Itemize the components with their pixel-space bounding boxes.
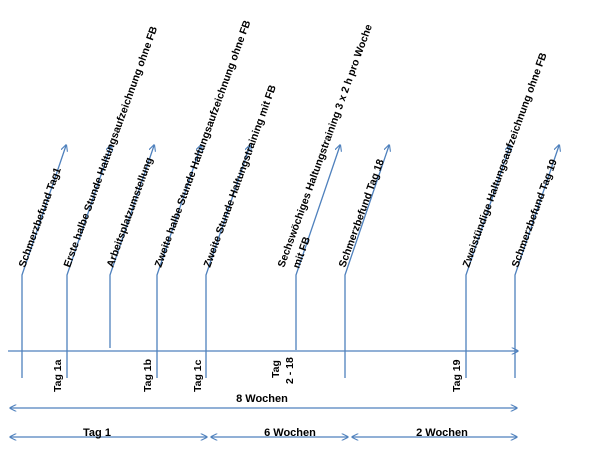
day-label-2-18-line2: 2 - 18 <box>284 357 296 384</box>
event-marker-7 <box>344 145 389 378</box>
event-label-9: Schmerzbefund Tag 19 <box>510 157 560 269</box>
event-marker-6 <box>295 145 340 350</box>
span-6-wochen-label: 6 Wochen <box>264 427 316 439</box>
event-label-2: Erste halbe Stunde Haltungsaufzeichnung … <box>62 24 161 269</box>
day-labels: Tag 1a Tag 1b Tag 1c Tag 2 - 18 Tag 19 <box>52 357 463 392</box>
day-label-19: Tag 19 <box>451 359 463 392</box>
event-lines <box>21 145 559 378</box>
event-labels: Schmerzbefund Tag1 Erste halbe Stunde Ha… <box>17 18 560 270</box>
event-label-8: Zweistündige Haltungsaufzeichnung ohne F… <box>461 51 550 269</box>
event-marker-2 <box>66 145 111 378</box>
event-marker-8 <box>465 145 510 378</box>
day-label-1b: Tag 1b <box>142 359 154 392</box>
day-label-1a: Tag 1a <box>52 359 64 392</box>
event-marker-3 <box>109 145 154 348</box>
duration-spans: 8 Wochen Tag 1 6 Wochen 2 Wochen <box>10 393 517 439</box>
event-label-3: Arbeitsplatzumstellung <box>105 156 156 269</box>
day-label-1c: Tag 1c <box>192 359 204 392</box>
event-marker-9 <box>514 145 559 378</box>
span-2-wochen-label: 2 Wochen <box>416 427 468 439</box>
event-label-4: Zweite halbe Stunde Haltungsaufzeichnung… <box>153 18 254 269</box>
event-marker-1 <box>21 145 66 378</box>
span-tag-1-label: Tag 1 <box>83 427 111 439</box>
event-label-1: Schmerzbefund Tag1 <box>17 166 64 269</box>
event-marker-4 <box>156 145 201 378</box>
event-label-7: Schmerzbefund Tag 18 <box>337 157 387 269</box>
span-8-wochen-label: 8 Wochen <box>236 393 288 405</box>
day-label-2-18-line1: Tag <box>270 360 282 378</box>
event-marker-5 <box>205 145 250 378</box>
